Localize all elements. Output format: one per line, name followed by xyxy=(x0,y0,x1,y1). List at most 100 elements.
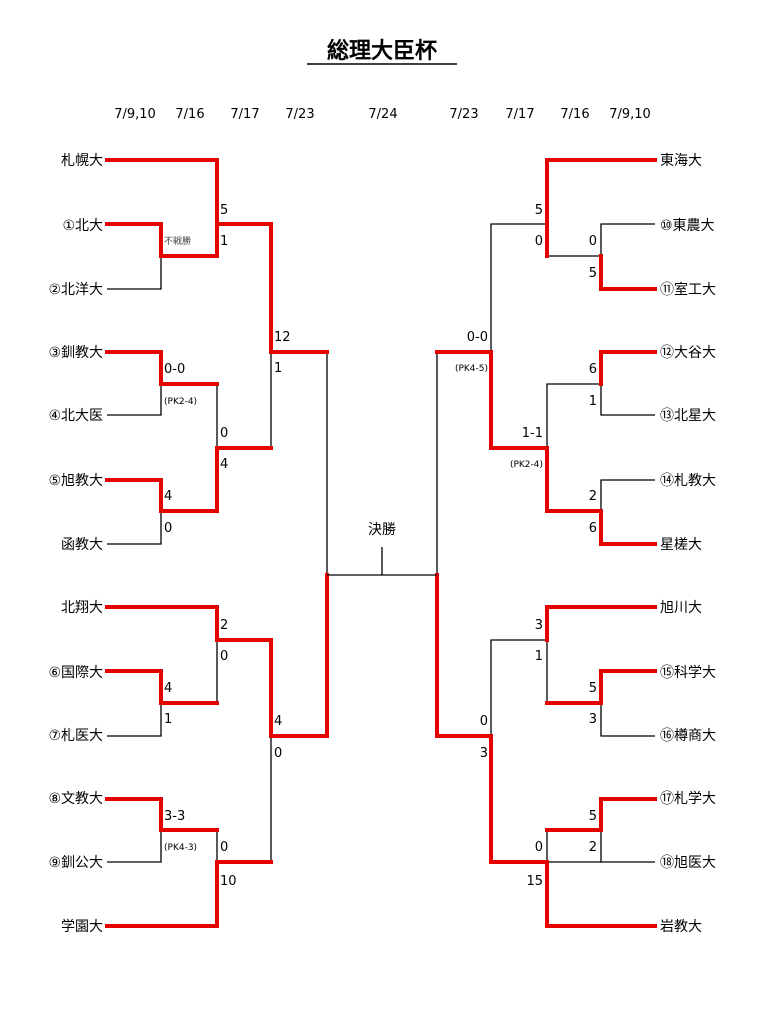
score-right: 2 xyxy=(589,840,597,855)
score-right: 1 xyxy=(535,649,543,664)
score-left: 4 xyxy=(220,457,228,472)
team-left-9: ⑥国際大 xyxy=(48,665,103,681)
score-right: 5 xyxy=(589,809,597,824)
bracket-line-right-winner xyxy=(435,350,657,546)
bracket-line-left-winner xyxy=(105,446,273,513)
bracket-line-right-winner xyxy=(435,573,657,928)
team-left-12: ⑨釧公大 xyxy=(48,855,103,871)
bracket-line-left-winner xyxy=(105,350,219,386)
score-left: 0-0 xyxy=(164,362,185,377)
team-right-10: ⑯樽商大 xyxy=(660,727,716,744)
team-left-11: ⑧文教大 xyxy=(48,791,103,807)
bracket-line-left xyxy=(107,256,162,290)
bracket-line-left-winner xyxy=(105,797,219,832)
team-left-6: ⑤旭教大 xyxy=(48,473,103,489)
bracket-line-right xyxy=(600,703,655,737)
score-left: 1 xyxy=(274,361,282,376)
team-right-4: ⑫大谷大 xyxy=(660,345,716,361)
score-left: 0 xyxy=(274,746,282,761)
team-left-3: ②北洋大 xyxy=(48,282,103,298)
score-right: 0 xyxy=(480,714,488,729)
score-right: 3 xyxy=(589,712,597,727)
score-left: 0 xyxy=(220,840,228,855)
date-header-left-round3: 7/17 xyxy=(230,107,259,122)
score-right: 5 xyxy=(589,681,597,696)
team-right-8: 旭川大 xyxy=(660,600,702,616)
date-header-right-round4: 7/23 xyxy=(449,107,478,122)
bracket-line-right-winner xyxy=(545,158,657,258)
score-right: 6 xyxy=(589,521,597,536)
score-right: 0 xyxy=(535,234,543,249)
bracket-line-right xyxy=(490,223,547,352)
bracket-line-right xyxy=(490,639,547,736)
score-left: 3-3 xyxy=(164,809,185,824)
bracket-line-right xyxy=(600,479,655,511)
score-right: 5 xyxy=(535,203,543,218)
bracket-line-right-winner xyxy=(545,669,657,705)
score-left: 4 xyxy=(164,681,172,696)
score-right: 3 xyxy=(535,618,543,633)
bracket-line-left-winner xyxy=(105,573,329,738)
bracket-line-right-winner xyxy=(545,605,657,642)
note-walkover: 不戦勝 xyxy=(164,235,191,247)
team-right-6: ⑭札教大 xyxy=(660,473,716,489)
score-left: 5 xyxy=(220,203,228,218)
team-left-1: 札幌大 xyxy=(61,153,103,169)
team-left-8: 北翔大 xyxy=(61,600,103,616)
bracket-line-left-winner xyxy=(105,860,273,928)
score-right: 3 xyxy=(480,746,488,761)
team-right-7: 星槎大 xyxy=(660,537,702,553)
team-right-13: 岩教大 xyxy=(660,919,702,935)
team-right-12: ⑱旭医大 xyxy=(660,855,716,871)
final-label: 決勝 xyxy=(368,522,396,538)
date-header-left-round2: 7/16 xyxy=(175,107,204,122)
bracket-line-left-winner xyxy=(105,669,219,705)
team-right-1: 東海大 xyxy=(660,153,702,169)
team-left-7: 函教大 xyxy=(61,537,103,553)
team-left-13: 学園大 xyxy=(61,919,103,935)
date-header-left-round4: 7/23 xyxy=(285,107,314,122)
date-header-final: 7/24 xyxy=(368,107,397,122)
score-right: 6 xyxy=(589,362,597,377)
score-left: 4 xyxy=(164,489,172,504)
bracket-line-left xyxy=(107,511,162,545)
team-right-9: ⑮科学大 xyxy=(660,665,716,681)
score-left: 0 xyxy=(164,521,172,536)
score-right: 0 xyxy=(535,840,543,855)
note-pk-right-2: (PK2-4) xyxy=(510,460,543,470)
page-title: 総理大臣杯 xyxy=(327,38,437,64)
score-right: 2 xyxy=(589,489,597,504)
score-right: 0 xyxy=(589,234,597,249)
team-right-5: ⑬北星大 xyxy=(660,408,716,424)
score-left: 2 xyxy=(220,618,228,633)
score-left: 1 xyxy=(164,712,172,727)
team-left-10: ⑦札医大 xyxy=(48,728,103,744)
bracket-line-right-winner xyxy=(599,254,657,291)
date-header-right-round3: 7/17 xyxy=(505,107,534,122)
team-left-2: ①北大 xyxy=(62,218,103,234)
score-right: 0-0 xyxy=(467,330,488,345)
bracket-line-left-winner xyxy=(105,158,329,354)
score-right: 1 xyxy=(589,394,597,409)
score-left: 10 xyxy=(220,874,237,889)
score-left: 1 xyxy=(220,234,228,249)
date-header-right-round2: 7/16 xyxy=(560,107,589,122)
bracket-line-right-winner xyxy=(599,350,657,386)
team-left-5: ④北大医 xyxy=(48,408,103,424)
note-pk-right-1: (PK4-5) xyxy=(455,364,488,374)
score-left: 0 xyxy=(220,426,228,441)
note-pk-left-2: (PK4-3) xyxy=(164,843,197,853)
bracket-line-left xyxy=(107,830,162,863)
date-header-right-round1: 7/9,10 xyxy=(609,107,651,122)
bracket-line-left-winner xyxy=(105,222,219,258)
bracket-line-right-winner xyxy=(545,797,657,832)
bracket-line-right xyxy=(600,830,655,863)
bracket-line-left xyxy=(107,703,162,737)
team-right-2: ⑩東農大 xyxy=(660,218,715,234)
team-left-4: ③釧教大 xyxy=(48,345,103,361)
bracket-line-right xyxy=(546,383,655,448)
score-right: 1-1 xyxy=(522,426,543,441)
score-left: 0 xyxy=(220,649,228,664)
score-right: 15 xyxy=(526,874,543,889)
